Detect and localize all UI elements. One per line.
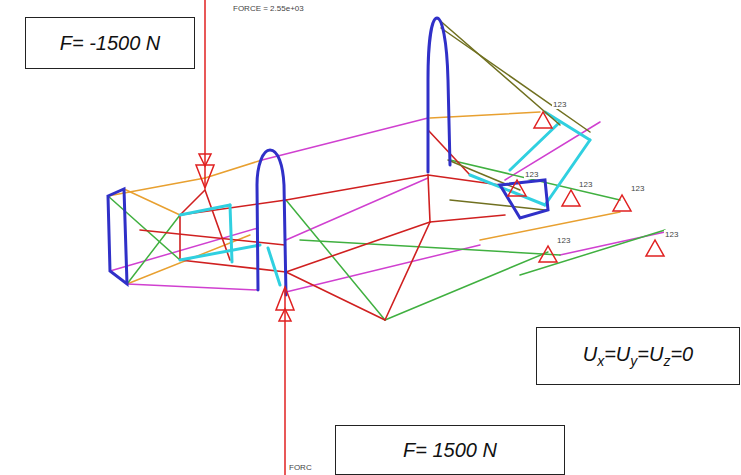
force-readout: FORC: [288, 463, 313, 472]
box-text: Ux=Uy=Uz=0: [583, 343, 694, 369]
annotation-box: F= -1500 N: [25, 17, 195, 69]
annotation-box: F= 1500 N: [335, 425, 565, 475]
constraint-code: 123: [664, 230, 679, 239]
constraint-code: 123: [552, 100, 567, 109]
constraint-code: 123: [556, 236, 571, 245]
constraint-code: 123: [630, 184, 645, 193]
constraint-code: 123: [524, 170, 539, 179]
force-readout: FORCE = 2.55e+03: [232, 4, 305, 13]
box-text: F= 1500 N: [403, 439, 497, 462]
box-text: F= -1500 N: [60, 32, 161, 55]
annotation-box: Ux=Uy=Uz=0: [536, 327, 740, 385]
constraint-code: 123: [578, 180, 593, 189]
